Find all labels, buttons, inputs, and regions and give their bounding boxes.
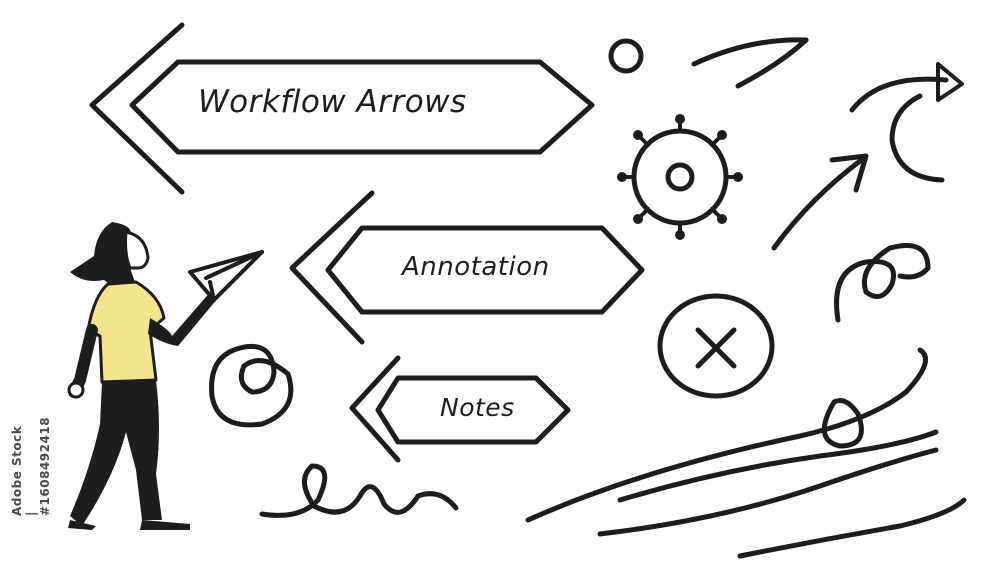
swoosh-arrow-icon xyxy=(691,37,809,89)
workflow-arrow-group xyxy=(89,22,595,195)
flowing-lines-icon xyxy=(525,347,967,559)
squiggle-icon xyxy=(259,463,459,518)
chevron-medium xyxy=(289,190,375,345)
paper-plane-icon xyxy=(188,250,264,302)
chevron-large xyxy=(89,22,185,195)
stock-id-watermark: Adobe Stock | #1608492418 xyxy=(4,316,52,516)
hook-arrow-icon xyxy=(849,62,964,183)
annotation-banner xyxy=(325,225,645,315)
woman-figure xyxy=(67,222,218,530)
spiral-icon xyxy=(834,243,931,323)
virus-icon xyxy=(617,114,743,240)
hair xyxy=(70,222,136,289)
workflow-banner xyxy=(129,59,595,155)
notes-label: Notes xyxy=(440,393,515,422)
loop-scribble-icon xyxy=(209,344,294,428)
annotation-label: Annotation xyxy=(402,252,550,282)
notes-banner xyxy=(375,375,571,445)
notes-arrow-group xyxy=(349,355,571,463)
chevron-small xyxy=(349,355,401,463)
close-icon xyxy=(657,293,775,399)
workflow-label: Workflow Arrows xyxy=(198,84,467,120)
face xyxy=(124,230,150,270)
arrow-icon xyxy=(771,153,869,251)
annotation-arrow-group xyxy=(289,190,645,345)
stock-id-text: Adobe Stock | #1608492418 xyxy=(10,416,52,516)
raised-arm xyxy=(148,290,218,346)
pants xyxy=(70,380,162,526)
circle-icon xyxy=(608,38,644,74)
